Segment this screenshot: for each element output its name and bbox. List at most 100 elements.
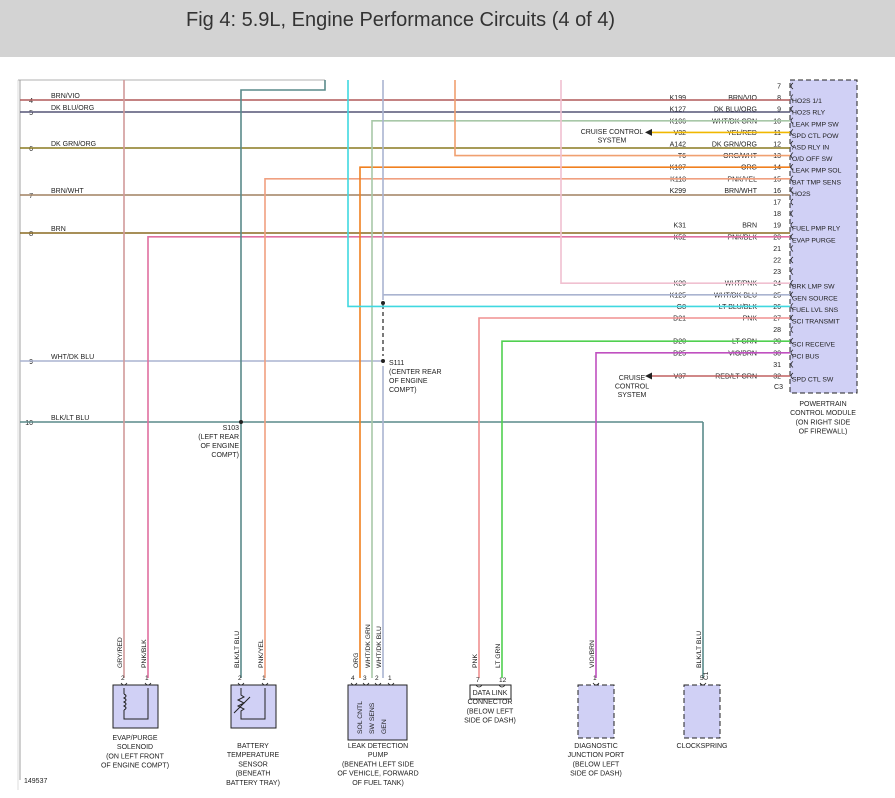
- wire-wht-dk-grn: [371, 120, 790, 678]
- cruise-bottom-label-line: CONTROL: [615, 384, 649, 391]
- pcm-pin-terminal: [790, 233, 794, 241]
- splice-s103-location-line: (LEFT REAR: [198, 434, 239, 441]
- clockspring-label-line: CLOCKSPRING: [677, 743, 728, 750]
- evap-label-line: SOLENOID: [117, 744, 153, 751]
- pcm-wire-color: RED/LT GRN: [715, 374, 757, 381]
- wire-vio-brn: [595, 351, 790, 678]
- pcm-pin-number: 28: [773, 327, 781, 334]
- pcm-wire-color: VIO/BRN: [728, 350, 757, 357]
- pcm-circuit-id: K107: [670, 165, 686, 172]
- pcm-pin-terminal: [790, 349, 794, 357]
- dlc-pin-number: 7: [476, 677, 480, 684]
- pcm-circuit-id: K199: [670, 95, 686, 102]
- pcm-wire-color: DK BLU/ORG: [714, 107, 757, 114]
- pcm-pin-terminal: [790, 163, 794, 171]
- wire-blk-lt-blu-sensor: [240, 80, 326, 678]
- splice-s111-top-dot: [381, 301, 385, 305]
- dlc-label-line: SIDE OF DASH): [464, 718, 516, 725]
- wire-org: [359, 166, 790, 678]
- pcm-circuit-id: K127: [670, 107, 686, 114]
- wire-pnk-yel: [264, 178, 790, 678]
- left-wire-label: BLK/LT BLU: [51, 415, 89, 422]
- evap-wire-label: GRY/RED: [117, 637, 124, 668]
- pcm-pin-name: SCI TRANSMIT: [792, 319, 840, 326]
- pcm-pin-number: 26: [773, 304, 781, 311]
- pcm-pin-number: 20: [773, 234, 781, 241]
- left-wire-label: DK BLU/ORG: [51, 105, 94, 112]
- dlc-pin-number: 12: [499, 677, 507, 684]
- pcm-circuit-id: K125: [670, 292, 686, 299]
- pcm-circuit-id: A142: [670, 142, 686, 149]
- wire-lt-blu-blk: [347, 80, 790, 308]
- leak-pump-label-line: (BENEATH LEFT SIDE: [342, 761, 414, 768]
- splice-s111-location-line: COMPT): [389, 387, 417, 394]
- leak-pin-terminal: [362, 682, 370, 686]
- pcm-pin-terminal: [790, 105, 794, 113]
- djp-label-line: SIDE OF DASH): [570, 771, 622, 778]
- evap-label-line: EVAP/PURGE: [113, 735, 158, 742]
- pcm-pin-terminal: [790, 314, 794, 322]
- leak-pump-label-line: LEAK DETECTION: [348, 743, 408, 750]
- pcm-pin-name: ASD RLY IN: [792, 145, 829, 152]
- leak-wire-label: WHT/DK GRN: [365, 624, 372, 668]
- evap-solenoid-block: [112, 684, 159, 729]
- pcm-pin-number: 21: [773, 246, 781, 253]
- pcm-pin-name: HO2S: [792, 191, 811, 198]
- left-wire-label: BRN/WHT: [51, 188, 84, 195]
- pcm-pin-name: HO2S RLY: [792, 110, 826, 117]
- wire-lt-grn: [501, 340, 790, 678]
- splice-s103-location-line: OF ENGINE: [200, 443, 239, 450]
- leak-pump-inner-label: GEN: [381, 719, 388, 734]
- pcm-pin-number: 12: [773, 142, 781, 149]
- djp-label-line: (BELOW LEFT: [573, 761, 620, 768]
- pcm-pin-terminal: [790, 291, 794, 299]
- pcm-pin-name: SPD CTL POW: [792, 133, 839, 140]
- pcm-wire-color: ORG/WHT: [723, 153, 758, 160]
- splice-s111-dot: [381, 359, 385, 363]
- dlc-label-line: CONNECTOR: [468, 699, 513, 706]
- pcm-pin-name: BRK LMP SW: [792, 284, 835, 291]
- pcm-circuit-id: K106: [670, 118, 686, 125]
- data-link-connector-block: [469, 684, 512, 700]
- evap-pin-number: 1: [145, 675, 149, 682]
- pcm-label-line: POWERTRAIN: [799, 401, 846, 408]
- solenoid-coil-icon: [122, 688, 149, 720]
- leak-pin-number: 2: [375, 675, 379, 682]
- djp-pin-number: 1: [593, 675, 597, 682]
- pcm-pin-name: GEN SOURCE: [792, 295, 838, 302]
- leak-pin-terminal: [387, 682, 395, 686]
- pcm-pin-number: 24: [773, 281, 781, 288]
- pcm-wire-color: WHT/PNK: [725, 281, 758, 288]
- clock-connector-label: C1: [703, 671, 710, 680]
- battery-wire-label: PNK/YEL: [258, 639, 265, 668]
- left-wire-number: 7: [29, 193, 33, 200]
- pcm-pin-number: 25: [773, 292, 781, 299]
- pcm-pin-number: 15: [773, 176, 781, 183]
- wire-pnk-blk: [147, 236, 790, 678]
- djp-pin-terminal: [592, 682, 600, 686]
- pcm-pin-terminal: [790, 221, 794, 229]
- splice-s103-location-line: COMPT): [211, 452, 239, 459]
- pcm-pin-terminal: [790, 210, 794, 217]
- left-wire-number: 10: [25, 420, 33, 427]
- evap-pin-number: 2: [121, 675, 125, 682]
- pcm-circuit-id: K118: [670, 176, 686, 183]
- pcm-pin-number: 27: [773, 316, 781, 323]
- page-title: Fig 4: 5.9L, Engine Performance Circuits…: [186, 9, 616, 31]
- pcm-pin-name: LEAK PMP SW: [792, 121, 839, 128]
- pcm-pin-number: 19: [773, 223, 781, 230]
- pcm-pin-terminal: [790, 129, 794, 136]
- wire-pnk: [478, 317, 790, 678]
- dlc-label-line: DATA LINK: [473, 690, 508, 697]
- pcm-wire-color: DK GRN/ORG: [712, 142, 757, 149]
- pcm-pin-number: 22: [773, 258, 781, 265]
- pcm-pin-terminal: [790, 82, 794, 90]
- pcm-circuit-id: D25: [673, 350, 686, 357]
- pcm-block: [789, 79, 858, 394]
- leak-wire-label: WHT/DK BLU: [376, 626, 383, 668]
- pcm-label-line: (ON RIGHT SIDE: [796, 419, 851, 426]
- pcm-label-line: CONTROL MODULE: [790, 410, 856, 417]
- wire-wht-pnk: [560, 80, 790, 285]
- pcm-pin-terminal: [790, 187, 794, 194]
